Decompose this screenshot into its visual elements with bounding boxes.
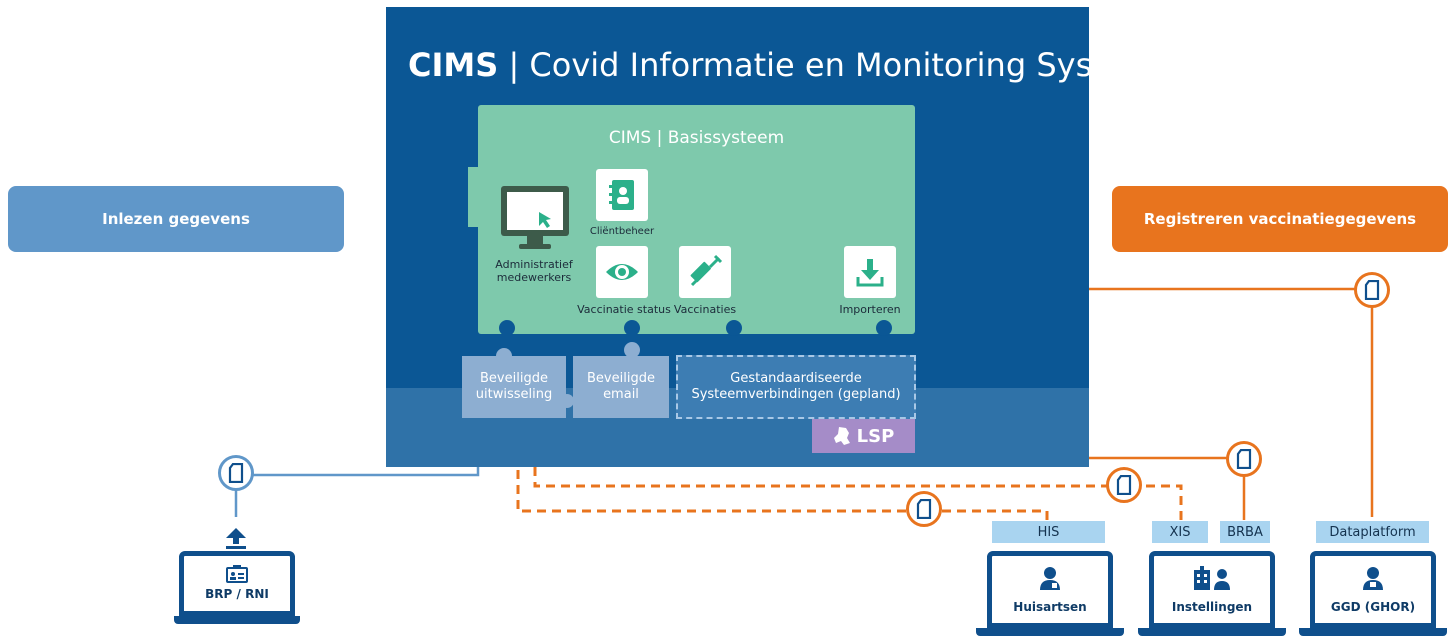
status-label: Vaccinatie status xyxy=(577,303,671,316)
doctor-icon xyxy=(1363,567,1383,590)
id-card-icon xyxy=(226,565,248,583)
huisartsen-label: Huisartsen xyxy=(1013,600,1087,614)
brba-label: BRBA xyxy=(1220,521,1270,543)
document-icon xyxy=(1354,272,1390,308)
eye-icon xyxy=(606,264,638,280)
instellingen-label: Instellingen xyxy=(1171,600,1253,614)
syringe-icon xyxy=(690,254,723,287)
download-icon xyxy=(856,259,884,287)
netherlands-map-icon xyxy=(833,427,850,445)
instellingen-laptop: Instellingen xyxy=(1138,551,1286,636)
status-tile[interactable] xyxy=(596,246,648,298)
hospital-icon xyxy=(1194,566,1230,590)
his-line xyxy=(516,420,1049,520)
document-icon xyxy=(906,491,942,527)
puzzle-stem xyxy=(503,332,511,356)
document-icon xyxy=(218,455,254,491)
client-label: Cliëntbeheer xyxy=(589,226,655,237)
lsp-badge: LSP xyxy=(812,419,915,453)
title-brand: CIMS xyxy=(408,46,499,84)
vaccinaties-label: Vaccinaties xyxy=(673,303,737,316)
contact-book-icon xyxy=(609,180,634,210)
title-separator: | xyxy=(508,46,520,84)
registreren-box: Registreren vaccinatiegegevens xyxy=(1112,186,1448,252)
puzzle-knob xyxy=(560,394,574,408)
his-label: HIS xyxy=(992,521,1105,543)
page-title: CIMS | Covid Informatie en Monitoring Sy… xyxy=(408,46,1175,84)
admin-label: Administratief medewerkers xyxy=(495,258,573,284)
puzzle-knob xyxy=(876,320,892,336)
lsp-label: LSP xyxy=(856,425,895,447)
monitor-icon xyxy=(499,184,571,254)
title-text: Covid Informatie en Monitoring Systeem xyxy=(529,46,1176,84)
xis-label: XIS xyxy=(1152,521,1208,543)
doctor-icon xyxy=(1040,567,1060,590)
inlezen-gegevens-box: Inlezen gegevens xyxy=(8,186,344,252)
upload-arrow-icon xyxy=(224,528,248,554)
basissysteem-title: CIMS | Basissysteem xyxy=(608,128,785,148)
puzzle-knob xyxy=(726,320,742,336)
document-icon xyxy=(1226,441,1262,477)
ggd-label: GGD (GHOR) xyxy=(1330,600,1416,614)
importeren-tile[interactable] xyxy=(844,246,896,298)
client-tile[interactable] xyxy=(596,169,648,221)
document-icon xyxy=(1106,467,1142,503)
secure-exchange-connector[interactable]: Beveiligde uitwisseling xyxy=(462,356,566,418)
puzzle-knob xyxy=(624,342,640,358)
standard-connections-connector[interactable]: Gestandaardiseerde Systeemverbindingen (… xyxy=(676,355,916,419)
puzzle-knob xyxy=(496,348,512,364)
basissysteem-tab xyxy=(468,167,480,227)
brp-label: BRP / RNI xyxy=(205,587,269,601)
dataplatform-label: Dataplatform xyxy=(1316,521,1429,543)
vaccinaties-tile[interactable] xyxy=(679,246,731,298)
huisartsen-laptop: Huisartsen xyxy=(976,551,1124,636)
secure-email-connector[interactable]: Beveiligde email xyxy=(573,356,669,418)
importeren-label: Importeren xyxy=(839,303,901,316)
brp-laptop: BRP / RNI xyxy=(174,551,300,624)
ggd-laptop: GGD (GHOR) xyxy=(1299,551,1447,636)
